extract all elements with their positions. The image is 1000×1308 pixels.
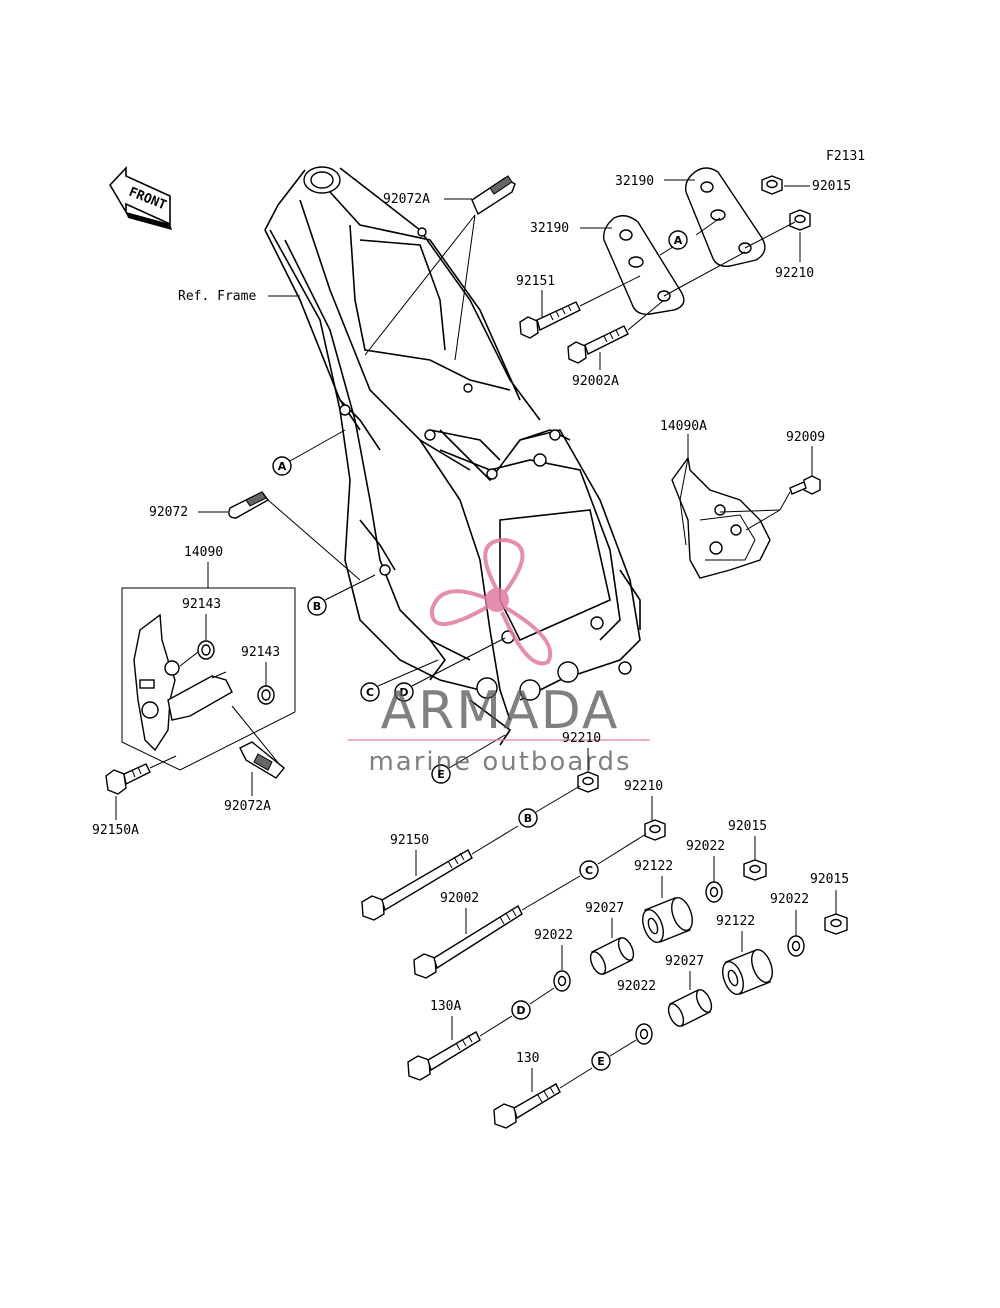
part-label-92151: 92151 [516,274,555,289]
part-label-92022-c: 92022 [770,892,809,907]
ref-frame-label: Ref. Frame [178,289,256,304]
svg-text:B: B [313,600,321,613]
part-label-92022-b: 92022 [534,928,573,943]
bolt-92151 [519,301,581,339]
mount-plate-32190-front [603,215,685,315]
svg-text:D: D [516,1004,525,1017]
nut-92210-right [644,819,666,841]
part-label-32190-b: 32190 [530,221,569,236]
part-label-92122-b: 92122 [716,914,755,929]
washer-92022-a [705,881,723,903]
nut-92015-top [761,175,783,195]
part-label-92210-top: 92210 [775,266,814,281]
nut-92015-b [824,913,848,935]
part-label-92002: 92002 [440,891,479,906]
part-label-92015-a: 92015 [728,819,767,834]
washer-92022-e [635,1023,653,1045]
washer-92022-b [553,970,571,992]
mount-plate-32190-rear [685,167,766,267]
bolt-92150A [105,763,151,795]
part-label-92072: 92072 [149,505,188,520]
callout-E-bolt: E [591,1051,611,1071]
motorcycle-frame [264,166,641,746]
svg-text:A: A [674,234,683,247]
spacer-92027-b [667,989,713,1027]
assembly-bracket-14090 [121,587,296,771]
frame-guard-14090A [671,456,771,579]
bolt-92150 [361,849,473,921]
watermark-brand: ARMADA [381,681,620,741]
clip-92072A-bottom [239,741,285,779]
callout-A-left: A [272,456,292,476]
nut-92210-mid [577,771,599,793]
callout-C-frame: C [360,682,380,702]
figure-code: F2131 [826,149,865,164]
clip-92072 [228,491,270,519]
part-label-92027-a: 92027 [585,901,624,916]
callout-E-frame: E [431,764,451,784]
part-label-92143-a: 92143 [182,597,221,612]
washer-92022-c [787,935,805,957]
part-label-92150: 92150 [390,833,429,848]
svg-text:E: E [437,768,445,781]
part-label-92210-mid: 92210 [562,731,601,746]
bolt-130 [493,1083,561,1129]
bolt-92002 [413,905,523,979]
part-label-92072A-bottom: 92072A [224,799,271,814]
svg-text:C: C [585,864,593,877]
svg-text:D: D [399,686,408,699]
part-label-92027-b: 92027 [665,954,704,969]
armada-logo-icon [429,537,553,666]
part-label-32190-a: 32190 [615,174,654,189]
part-label-92122-a: 92122 [634,859,673,874]
spacer-92027-a [589,937,635,975]
bolt-92009 [789,475,821,495]
svg-text:E: E [597,1055,605,1068]
part-label-14090A: 14090A [660,419,707,434]
part-label-14090: 14090 [184,545,223,560]
bolt-130A [407,1031,481,1081]
callout-B-left: B [307,596,327,616]
part-label-130: 130 [516,1051,539,1066]
bolt-92002A [567,325,629,364]
part-label-92022-a: 92022 [686,839,725,854]
part-label-92015-top: 92015 [812,179,851,194]
svg-text:B: B [524,812,532,825]
collar-92122-b [722,949,773,995]
svg-text:C: C [366,686,374,699]
grommet-92143-b [257,685,275,705]
nut-92210-top [789,209,811,231]
part-label-92143-b: 92143 [241,645,280,660]
callout-D-frame: D [394,682,414,702]
part-label-92072A-top: 92072A [383,192,430,207]
svg-text:A: A [278,460,287,473]
collar-92122-a [642,897,693,943]
nut-92015-a [743,859,767,881]
clip-92072A-top [471,175,516,216]
part-label-92009: 92009 [786,430,825,445]
callout-B-bolt: B [518,808,538,828]
frame-guard-14090 [133,613,233,752]
callout-D-bolt: D [511,1000,531,1020]
part-label-92150A: 92150A [92,823,139,838]
callout-A-top: A [668,230,688,250]
part-label-92022-d: 92022 [617,979,656,994]
part-label-92002A: 92002A [572,374,619,389]
watermark-tagline: marine outboards [368,747,631,777]
part-label-130A: 130A [430,999,461,1014]
callout-C-bolt: C [579,860,599,880]
front-arrow-icon: FRONT [109,165,172,230]
grommet-92143-a [197,640,215,660]
part-label-92210-right: 92210 [624,779,663,794]
part-label-92015-b: 92015 [810,872,849,887]
